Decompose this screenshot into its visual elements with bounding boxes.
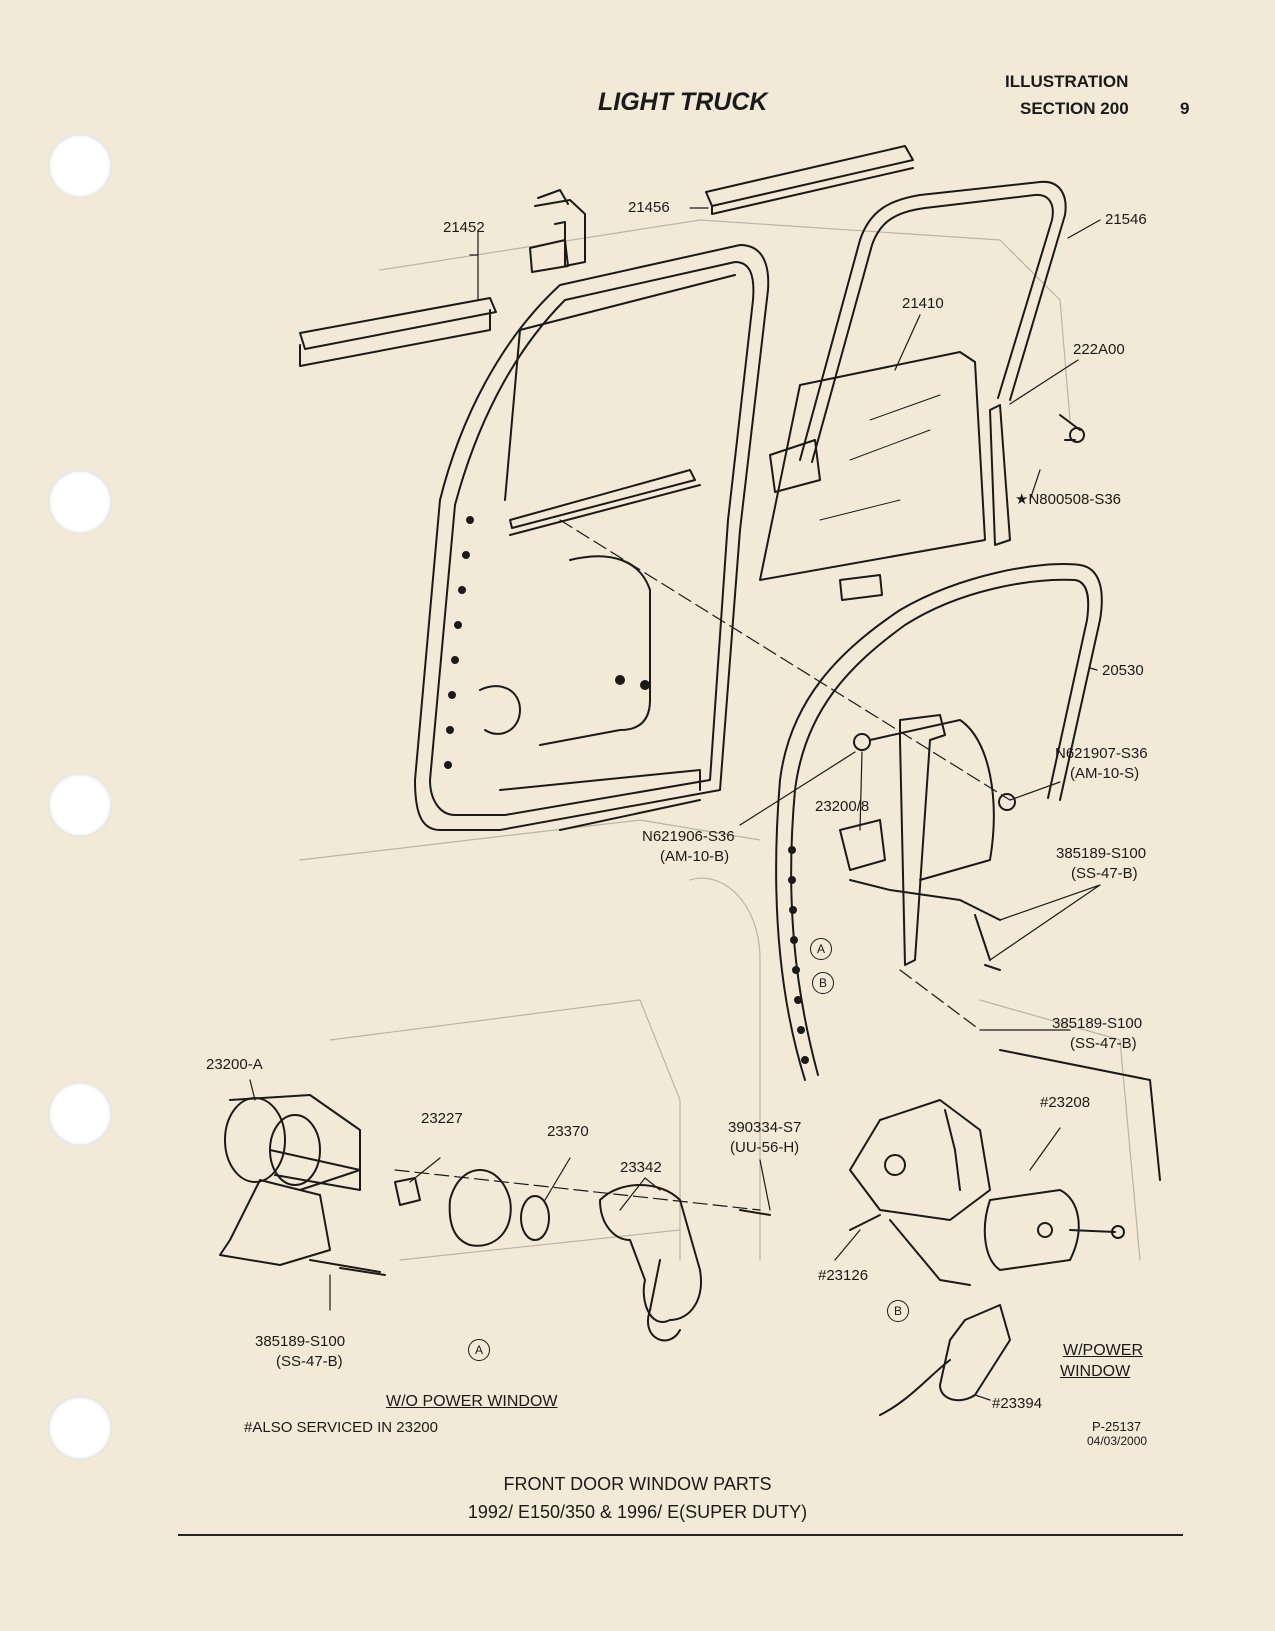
- part-label-385189-upper: 385189-S100: [1056, 845, 1147, 862]
- window-crank-handle: [599, 1184, 702, 1323]
- part-code-385189-manual: (SS-47-B): [276, 1353, 343, 1370]
- weatherstrip-20530: [775, 563, 1103, 1081]
- callout-b-lower: B: [887, 1300, 909, 1322]
- part-label-23227: 23227: [421, 1110, 463, 1127]
- rear-channel-222A00: [989, 404, 1011, 546]
- binder-hole: [48, 134, 112, 198]
- part-label-21452: 21452: [443, 219, 485, 236]
- manual-regulator-23200-A: [219, 1094, 386, 1276]
- part-label-N621907: N621907-S36: [1055, 745, 1148, 762]
- part-label-N800508: ★N800508-S36: [1015, 491, 1122, 508]
- footer-rule: [178, 1534, 1183, 1536]
- part-code-385189-upper: (SS-47-B): [1071, 865, 1138, 882]
- caption-w-power-line1: W/POWER: [1063, 1342, 1143, 1359]
- retainer-23342: [448, 1169, 512, 1247]
- part-code-N621906: (AM-10-B): [660, 848, 730, 865]
- part-label-23394: #23394: [992, 1395, 1043, 1412]
- glass-run-strip-21456: [705, 145, 914, 215]
- footer-title: FRONT DOOR WINDOW PARTS: [503, 1474, 772, 1494]
- door-glass-21410: [759, 351, 986, 581]
- part-label-21546: 21546: [1105, 211, 1147, 228]
- page-title: LIGHT TRUCK: [598, 88, 768, 116]
- window-regulator: [899, 714, 946, 966]
- caption-also-serviced: #ALSO SERVICED IN 23200: [244, 1419, 438, 1436]
- part-code-390334: (UU-56-H): [730, 1139, 800, 1156]
- part-label-23200-A: 23200-A: [206, 1056, 263, 1073]
- section-heading: SECTION 200: [1020, 99, 1129, 118]
- run-channel-21546: [799, 180, 1067, 463]
- washer-23370: [520, 1195, 550, 1241]
- part-code-N621907: (AM-10-S): [1070, 765, 1140, 782]
- binder-hole: [48, 773, 112, 837]
- illustration-number: P-25137: [1092, 1419, 1142, 1434]
- part-label-390334: 390334-S7: [728, 1119, 802, 1136]
- part-label-23370: 23370: [547, 1123, 589, 1140]
- motor-23394: [939, 1304, 1011, 1402]
- part-label-23200-8: 23200/8: [815, 798, 870, 815]
- part-label-20530: 20530: [1102, 662, 1144, 679]
- part-label-385189-manual: 385189-S100: [255, 1333, 346, 1350]
- callout-b-upper: B: [812, 972, 834, 994]
- binder-hole: [48, 1396, 112, 1460]
- part-label-23126: #23126: [818, 1267, 869, 1284]
- part-label-222A00: 222A00: [1073, 341, 1125, 358]
- binder-hole: [48, 470, 112, 534]
- part-code-385189-lower: (SS-47-B): [1070, 1035, 1137, 1052]
- callout-a-lower: A: [468, 1339, 490, 1361]
- door-shell: [414, 244, 770, 831]
- power-window-motor-23208: [849, 1099, 1125, 1286]
- caption-wo-power-window: W/O POWER WINDOW: [386, 1393, 558, 1410]
- caption-w-power-line2: WINDOW: [1060, 1363, 1131, 1380]
- footer-models: 1992/ E150/350 & 1996/ E(SUPER DUTY): [467, 1502, 808, 1522]
- belt-moulding-21452: [299, 189, 586, 367]
- part-label-23342: 23342: [620, 1159, 662, 1176]
- illustration-heading: ILLUSTRATION: [1005, 72, 1129, 91]
- part-label-23208: #23208: [1040, 1094, 1091, 1111]
- bushing-23227: [394, 1177, 421, 1206]
- part-label-21410: 21410: [902, 295, 944, 312]
- part-label-385189-lower: 385189-S100: [1052, 1015, 1143, 1032]
- part-label-N621906: N621906-S36: [642, 828, 735, 845]
- illustration-date: 04/03/2000: [1087, 1434, 1148, 1448]
- callout-a-upper: A: [810, 938, 832, 960]
- page-number: 9: [1180, 99, 1190, 118]
- part-label-21456: 21456: [628, 199, 670, 216]
- binder-hole: [48, 1082, 112, 1146]
